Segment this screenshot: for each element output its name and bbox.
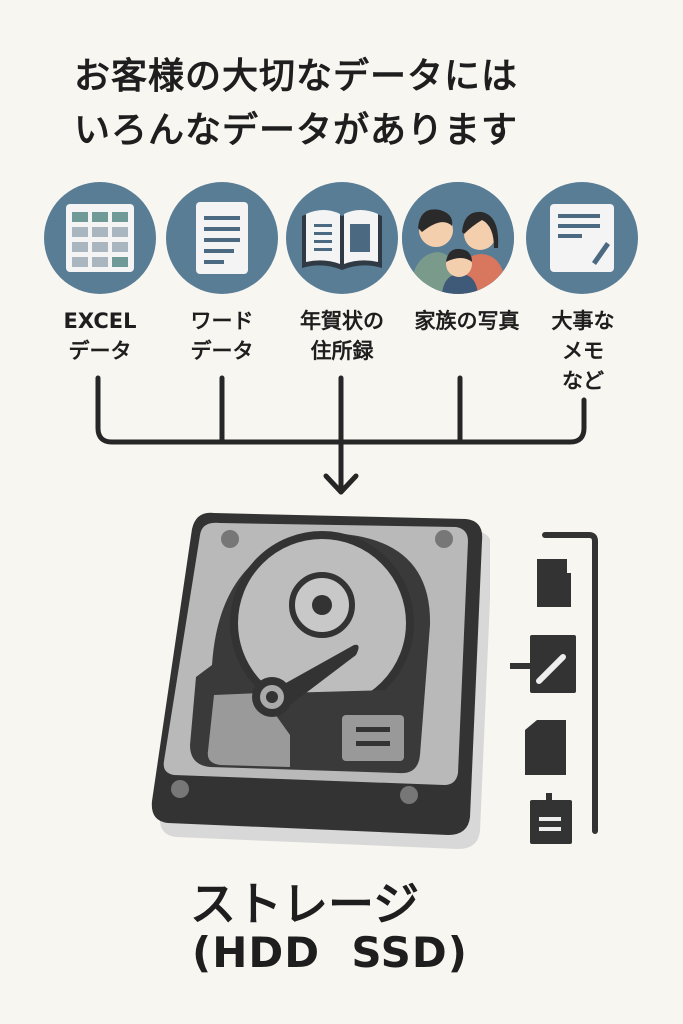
page-title: お客様の大切なデータには いろんなデータがあります (74, 50, 518, 158)
spreadsheet-icon (44, 182, 156, 294)
hdd-icon (151, 512, 490, 849)
clipboard-icon (530, 793, 572, 844)
file-icons-column (510, 532, 598, 844)
label-address-book: 年賀状の住所録 (300, 309, 384, 363)
title-line-2: いろんなデータがあります (74, 110, 519, 151)
label-memo: 大事なメモなど (551, 309, 615, 393)
storage-label: ストレージ (190, 877, 420, 931)
folder-file-icon (525, 720, 566, 775)
memo-icon (526, 182, 638, 294)
storage-sublabel: (HDD SSD) (192, 928, 468, 977)
title-line-1: お客様の大切なデータには (74, 56, 519, 97)
address-book-icon (286, 182, 398, 294)
edit-file-icon (510, 635, 576, 693)
file-icon (537, 559, 571, 607)
document-icon (166, 182, 278, 294)
label-word: ワードデータ (190, 309, 254, 363)
family-photo-icon (402, 182, 514, 294)
label-family-photo: 家族の写真 (414, 309, 520, 333)
